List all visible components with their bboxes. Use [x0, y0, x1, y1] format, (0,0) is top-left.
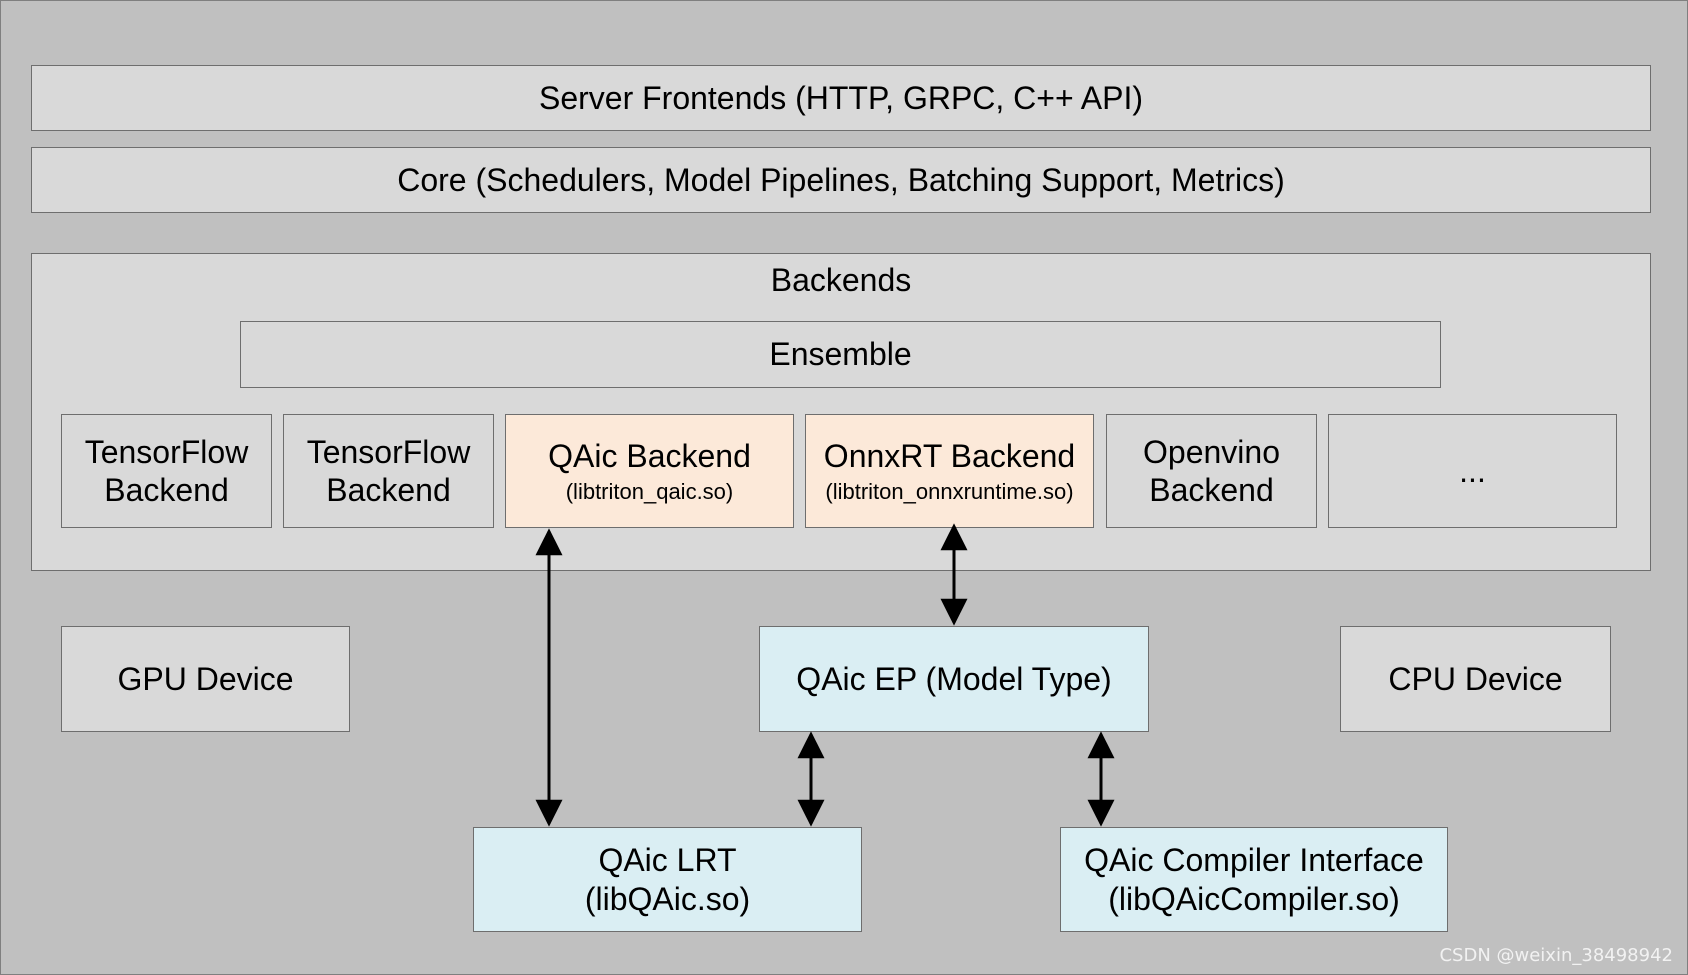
tensorflow-backend-1-line2: Backend [104, 472, 229, 508]
more-backends-box: ... [1328, 414, 1617, 528]
ensemble-box: Ensemble [240, 321, 1441, 388]
core-box: Core (Schedulers, Model Pipelines, Batch… [31, 147, 1651, 213]
qaic-lrt-line1: QAic LRT [598, 842, 737, 879]
backends-title: Backends [770, 262, 912, 298]
onnxrt-backend-lib: (libtriton_onnxruntime.so) [825, 478, 1074, 504]
onnxrt-backend-box: OnnxRT Backend (libtriton_onnxruntime.so… [805, 414, 1094, 528]
more-backends-label: ... [1459, 452, 1486, 489]
server-frontends-box: Server Frontends (HTTP, GRPC, C++ API) [31, 65, 1651, 131]
tensorflow-backend-box-1: TensorFlow Backend [61, 414, 272, 528]
qaic-backend-name: QAic Backend [548, 438, 751, 475]
cpu-device-label: CPU Device [1388, 660, 1563, 697]
cpu-device-box: CPU Device [1340, 626, 1611, 732]
tensorflow-backend-2-line2: Backend [326, 472, 451, 508]
tensorflow-backend-box-2: TensorFlow Backend [283, 414, 494, 528]
openvino-backend-box: Openvino Backend [1106, 414, 1317, 528]
qaic-ep-box: QAic EP (Model Type) [759, 626, 1149, 732]
gpu-device-box: GPU Device [61, 626, 350, 732]
qaic-compiler-line1: QAic Compiler Interface [1084, 842, 1424, 879]
qaic-backend-box: QAic Backend (libtriton_qaic.so) [505, 414, 794, 528]
openvino-backend-line2: Backend [1149, 472, 1274, 508]
server-frontends-label: Server Frontends (HTTP, GRPC, C++ API) [538, 79, 1144, 116]
gpu-device-label: GPU Device [117, 660, 294, 697]
onnxrt-backend-name: OnnxRT Backend [823, 438, 1076, 475]
qaic-backend-lib: (libtriton_qaic.so) [565, 478, 734, 504]
watermark: CSDN @weixin_38498942 [1439, 945, 1673, 966]
qaic-compiler-interface-box: QAic Compiler Interface (libQAicCompiler… [1060, 827, 1448, 932]
qaic-compiler-line2: (libQAicCompiler.so) [1108, 880, 1400, 917]
tensorflow-backend-1-line1: TensorFlow [84, 433, 249, 470]
qaic-ep-label: QAic EP (Model Type) [796, 660, 1112, 697]
qaic-lrt-line2: (libQAic.so) [584, 880, 751, 917]
qaic-lrt-box: QAic LRT (libQAic.so) [473, 827, 862, 932]
openvino-backend-line1: Openvino [1143, 433, 1280, 470]
ensemble-label: Ensemble [769, 336, 912, 373]
tensorflow-backend-2-line1: TensorFlow [306, 433, 471, 470]
core-label: Core (Schedulers, Model Pipelines, Batch… [397, 161, 1285, 198]
